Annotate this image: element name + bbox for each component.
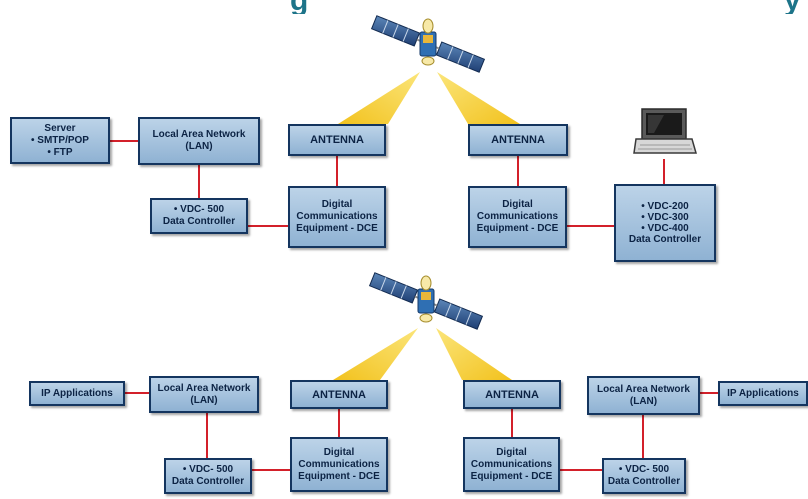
title-fragment-right: y — [784, 0, 801, 14]
vdc-controller-box: • VDC- 500 Data Controller — [602, 458, 686, 494]
laptop-icon — [633, 108, 697, 154]
antenna-box: ANTENNA — [288, 124, 386, 156]
ip-applications-box: IP Applications — [718, 381, 808, 406]
server-box: Server • SMTP/POP • FTP — [10, 117, 110, 164]
signal-beam-right — [437, 72, 520, 124]
signal-beam-right — [436, 328, 512, 380]
antenna-box: ANTENNA — [290, 380, 388, 409]
antenna-box: ANTENNA — [468, 124, 568, 156]
vdc-controller-box: • VDC- 500 Data Controller — [150, 198, 248, 234]
ip-applications-box: IP Applications — [29, 381, 125, 406]
vdc-controller-box: • VDC-200 • VDC-300 • VDC-400 Data Contr… — [614, 184, 716, 262]
signal-beam-left — [333, 328, 418, 380]
dce-box: Digital Communications Equipment - DCE — [290, 437, 388, 492]
lan-box: Local Area Network (LAN) — [149, 376, 259, 413]
title-band: g y — [0, 0, 808, 14]
lan-box: Local Area Network (LAN) — [587, 376, 700, 415]
dce-box: Digital Communications Equipment - DCE — [468, 186, 567, 248]
satellite-icon — [370, 14, 486, 74]
satellite-icon — [368, 271, 484, 331]
dce-box: Digital Communications Equipment - DCE — [463, 437, 560, 492]
signal-beam-left — [338, 72, 420, 124]
dce-box: Digital Communications Equipment - DCE — [288, 186, 386, 248]
vdc-controller-box: • VDC- 500 Data Controller — [164, 458, 252, 494]
lan-box: Local Area Network (LAN) — [138, 117, 260, 165]
antenna-box: ANTENNA — [463, 380, 561, 409]
title-fragment-left: g — [290, 0, 308, 14]
